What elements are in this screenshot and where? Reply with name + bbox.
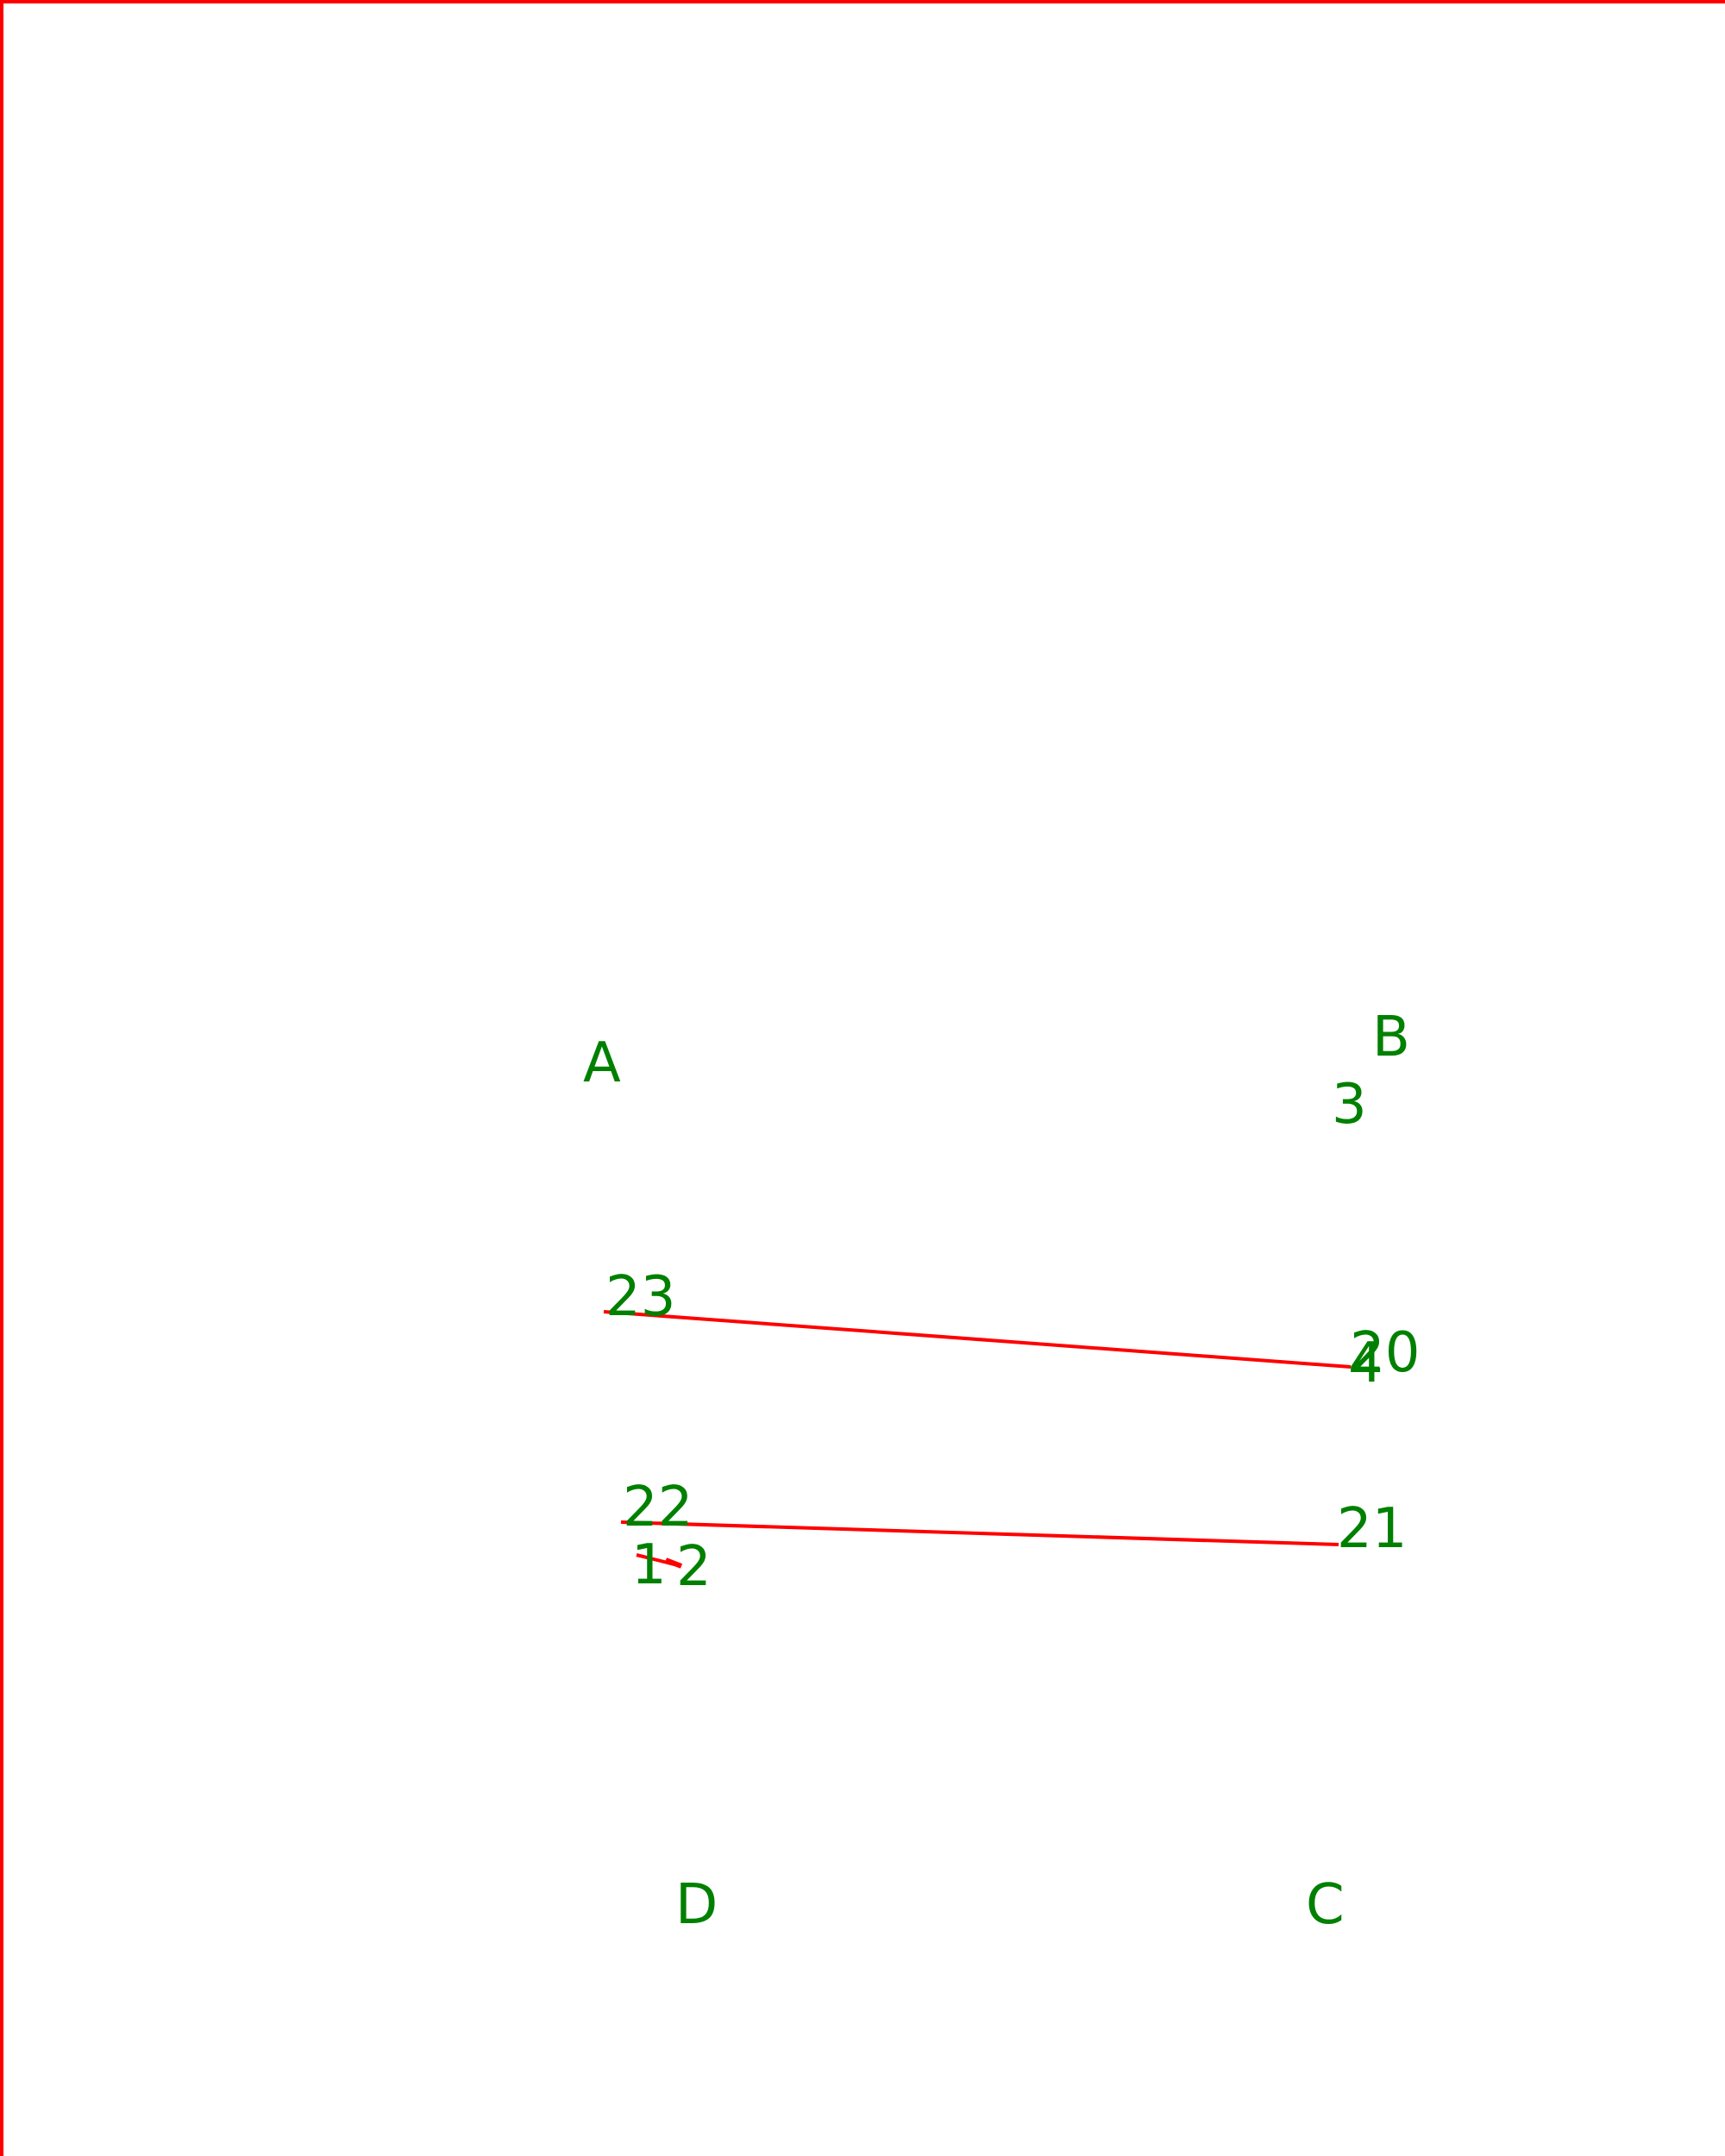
label-point-3: 3 <box>1332 1073 1367 1137</box>
segment-2-arrowhead <box>664 1557 683 1569</box>
label-point-21: 21 <box>1337 1497 1407 1561</box>
label-point-1: 1 <box>631 1533 667 1597</box>
label-point-4: 4 <box>1348 1332 1383 1395</box>
label-corner-a: A <box>583 1031 621 1095</box>
label-corner-b: B <box>1372 1006 1410 1069</box>
label-point-20: 20 <box>1350 1321 1420 1385</box>
label-corner-c: C <box>1306 1873 1345 1937</box>
label-point-23: 23 <box>605 1265 675 1329</box>
label-point-22: 22 <box>623 1476 693 1539</box>
segment-22-21 <box>620 1520 1339 1546</box>
label-point-2: 2 <box>676 1535 712 1599</box>
segment-23-20 <box>603 1310 1352 1369</box>
label-corner-d: D <box>675 1873 718 1937</box>
